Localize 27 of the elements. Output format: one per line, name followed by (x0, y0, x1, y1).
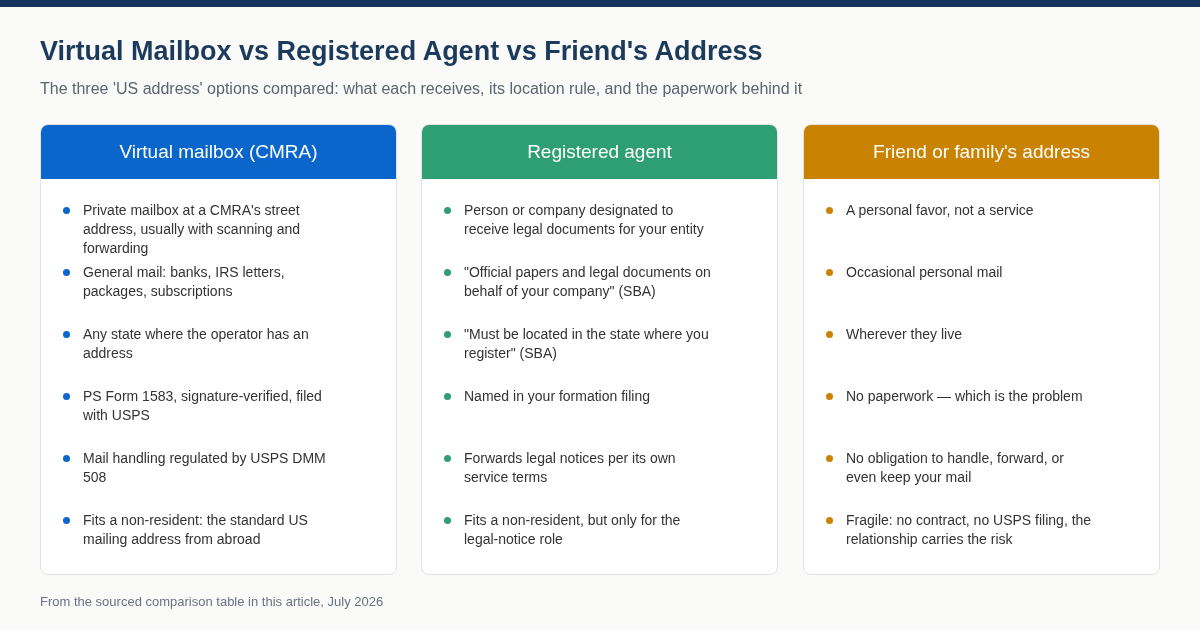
bullet-text: A personal favor, not a service (846, 201, 1035, 220)
bullet-text: No paperwork — which is the problem (846, 387, 1084, 406)
bullet-text: Fits a non-resident, but only for the legal-notice role (464, 511, 682, 549)
bullet-text: Named in your formation filing (464, 387, 651, 406)
comparison-card (421, 124, 778, 575)
bullet-text: "Official papers and legal documents on behalf of your company" (SBA) (464, 263, 712, 301)
bullet-text: Mail handling regulated by USPS DMM 508 (83, 449, 327, 487)
bullet-text: Private mailbox at a CMRA's street address, usually with scanning and forwarding (83, 201, 302, 258)
bullet-text: Person or company designated to receive legal documents for your entity (464, 201, 705, 239)
bullet-text: "Must be located in the state where you register" (SBA) (464, 325, 710, 363)
comparison-card (40, 124, 397, 575)
source-note: From the sourced comparison table in this article, July 2026 (40, 594, 384, 609)
page-title: Virtual Mailbox vs Registered Agent vs Friend's Address (40, 36, 763, 67)
column-header: Registered agent (422, 125, 777, 179)
subtitle: The three 'US address' options compared: what each receives, its location rule, and the paperwork behind it (40, 80, 803, 98)
column-header: Virtual mailbox (CMRA) (41, 125, 396, 179)
bullet-text: Occasional personal mail (846, 263, 1004, 282)
bullet-text: No obligation to handle, forward, or even keep your mail (846, 449, 1065, 487)
bullet-text: General mail: banks, IRS letters, packages, subscriptions (83, 263, 286, 301)
bullet-text: PS Form 1583, signature-verified, filed with USPS (83, 387, 323, 425)
bullet-text: Any state where the operator has an address (83, 325, 310, 363)
bullet-text: Wherever they live (846, 325, 963, 344)
bullet-text: Fragile: no contract, no USPS filing, the relationship carries the risk (846, 511, 1093, 549)
comparison-card (803, 124, 1160, 575)
column-header: Friend or family's address (804, 125, 1159, 179)
bullet-text: Forwards legal notices per its own service terms (464, 449, 677, 487)
bullet-text: Fits a non-resident: the standard US mailing address from abroad (83, 511, 309, 549)
